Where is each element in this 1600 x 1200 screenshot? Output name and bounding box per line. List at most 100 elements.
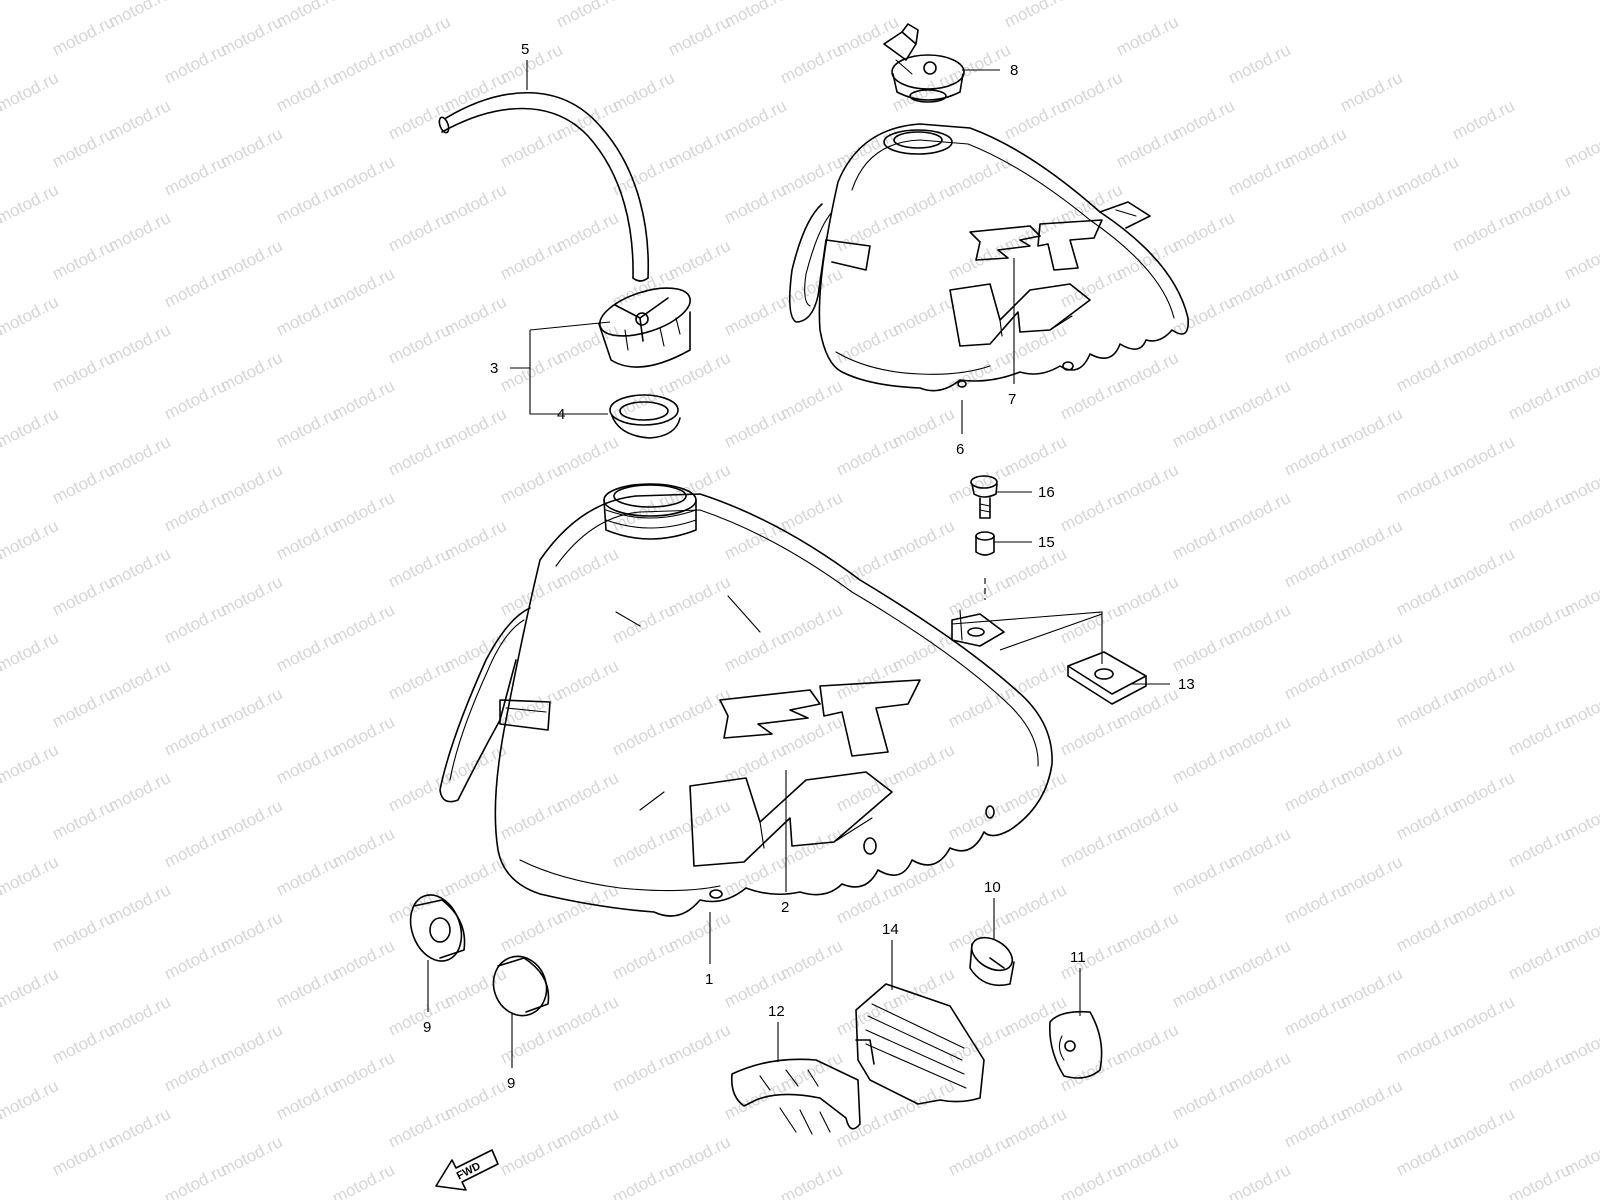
watermark-text: motod.ru — [1001, 320, 1069, 367]
watermark-text: motod.ru — [329, 1048, 397, 1095]
watermark-text: motod.ru — [161, 152, 229, 199]
watermark-text: motod.ru — [105, 880, 173, 927]
watermark-text: motod.ru — [553, 208, 621, 255]
watermark-text: motod.ru — [273, 516, 341, 563]
watermark-text: motod.ru — [161, 376, 229, 423]
watermark-text: motod.ru — [1001, 1104, 1069, 1151]
watermark-text: motod.ru — [553, 432, 621, 479]
watermark-text: motod.ru — [1449, 320, 1517, 367]
watermark-text: motod.ru — [385, 96, 453, 143]
part-14-cushion-ribbed — [855, 983, 985, 1105]
watermark-text: motod.ru — [49, 348, 117, 395]
watermark-text: motod.ru — [105, 992, 173, 1039]
watermark-text: motod.ru — [441, 964, 509, 1011]
watermark-text: motod.ru — [1449, 992, 1517, 1039]
watermark-text: motod.ru — [889, 740, 957, 787]
watermark-text: motod.ru — [385, 1104, 453, 1151]
watermark-text: motod.ru — [1169, 964, 1237, 1011]
watermark-text: motod.ru — [329, 824, 397, 871]
part-12-holder — [730, 1058, 861, 1135]
watermark-text: motod.ru — [0, 740, 62, 787]
watermark-text: motod.ru — [497, 908, 565, 955]
watermark-text: motod.ru — [441, 628, 509, 675]
watermark-text: motod.ru — [1225, 936, 1293, 983]
watermark-text: motod.ru — [441, 292, 509, 339]
callout-2: 2 — [781, 899, 789, 916]
watermark-text: motod.ru — [329, 712, 397, 759]
watermark-text: motod.ru — [1281, 1104, 1349, 1151]
callouts: 5 3 4 8 7 6 16 15 13 2 1 9 9 10 11 12 14 — [423, 41, 1195, 1092]
watermark-text: motod.ru — [1281, 992, 1349, 1039]
fwd-arrow-icon: FWD — [435, 1149, 499, 1191]
watermark-text: motod.ru — [273, 180, 341, 227]
callout-9b: 9 — [507, 1075, 515, 1092]
watermark-text: motod.ru — [1113, 12, 1181, 59]
watermark-text: motod.ru — [1449, 1104, 1517, 1151]
watermark-text: motod.ru — [329, 1160, 397, 1200]
watermark-text: motod.ru — [1281, 880, 1349, 927]
watermark-text: motod.ru — [1505, 292, 1573, 339]
watermark-text: motod.ru — [1225, 1048, 1293, 1095]
watermark-text: motod.ru — [553, 1104, 621, 1151]
callout-15: 15 — [1038, 534, 1055, 551]
watermark-text: motod.ru — [49, 1132, 117, 1179]
watermark-text: motod.ru — [665, 1020, 733, 1067]
watermark-text: motod.ru — [1057, 712, 1125, 759]
watermark-text: motod.ru — [777, 1160, 845, 1200]
watermark-text: motod.ru — [0, 628, 62, 675]
watermark-text: motod.ru — [49, 684, 117, 731]
watermark-text: motod.ru — [0, 180, 62, 227]
watermark-text: motod.ru — [1393, 1020, 1461, 1067]
watermark-text: motod.ru — [721, 404, 789, 451]
watermark-text: motod.ru — [161, 712, 229, 759]
watermark-text: motod.ru — [665, 1132, 733, 1179]
watermark-text: motod.ru — [49, 572, 117, 619]
watermark-text: motod.ru — [329, 600, 397, 647]
watermark-text: motod.ru — [721, 180, 789, 227]
watermark-text: motod.ru — [889, 1076, 957, 1123]
watermark-text: motod.ru — [665, 348, 733, 395]
part-5-hose — [438, 91, 650, 282]
watermark-text: motod.ru — [497, 796, 565, 843]
watermark-text: motod.ru — [161, 40, 229, 87]
watermark-text: motod.ru — [553, 0, 621, 32]
watermark-text: motod.ru — [273, 292, 341, 339]
watermark-text: motod.ru — [105, 320, 173, 367]
watermark-text: motod.ru — [609, 1048, 677, 1095]
watermark-text: motod.ru — [721, 96, 789, 143]
watermark-text: motod.ru — [161, 936, 229, 983]
watermark-text: motod.ru — [0, 852, 62, 899]
watermark-text: motod.ru — [273, 740, 341, 787]
watermark-text: motod.ru — [609, 1160, 677, 1200]
watermark-text: motod.ru — [1113, 796, 1181, 843]
watermark-text: motod.ru — [217, 1132, 285, 1179]
watermark-text: motod.ru — [441, 404, 509, 451]
watermark-text: motod.ru — [833, 124, 901, 171]
watermark-text: motod.ru — [1001, 768, 1069, 815]
watermark-text: motod.ru — [1505, 376, 1573, 423]
watermark-text: motod.ru — [0, 404, 62, 451]
watermark-text: motod.ru — [441, 68, 509, 115]
watermark-text: motod.ru — [777, 40, 845, 87]
part-11-damper — [1048, 1010, 1103, 1079]
part-3-fuel-cap — [598, 287, 691, 368]
watermark-text: motod.ru — [833, 1104, 901, 1151]
callout-9a: 9 — [423, 1019, 431, 1036]
part-6-fuel-tank-small — [788, 123, 1189, 392]
watermark-text: motod.ru — [0, 68, 62, 115]
watermark-text: motod.ru — [105, 768, 173, 815]
watermark-text: motod.ru — [105, 544, 173, 591]
watermark-text: motod.ru — [1337, 180, 1405, 227]
watermark-text: motod.ru — [1057, 488, 1125, 535]
watermark-text: motod.ru — [1281, 656, 1349, 703]
callout-11: 11 — [1070, 949, 1086, 966]
watermark-text: motod.ru — [1281, 432, 1349, 479]
watermark-text: motod.ru — [889, 628, 957, 675]
watermark-text: motod.ru — [273, 1076, 341, 1123]
watermark-text: motod.ru — [1169, 852, 1237, 899]
watermark-text: motod.ru — [1393, 684, 1461, 731]
watermark-text: motod.ru — [217, 236, 285, 283]
watermark-text: motod.ru — [0, 0, 62, 4]
watermark-text: motod.ru — [329, 936, 397, 983]
